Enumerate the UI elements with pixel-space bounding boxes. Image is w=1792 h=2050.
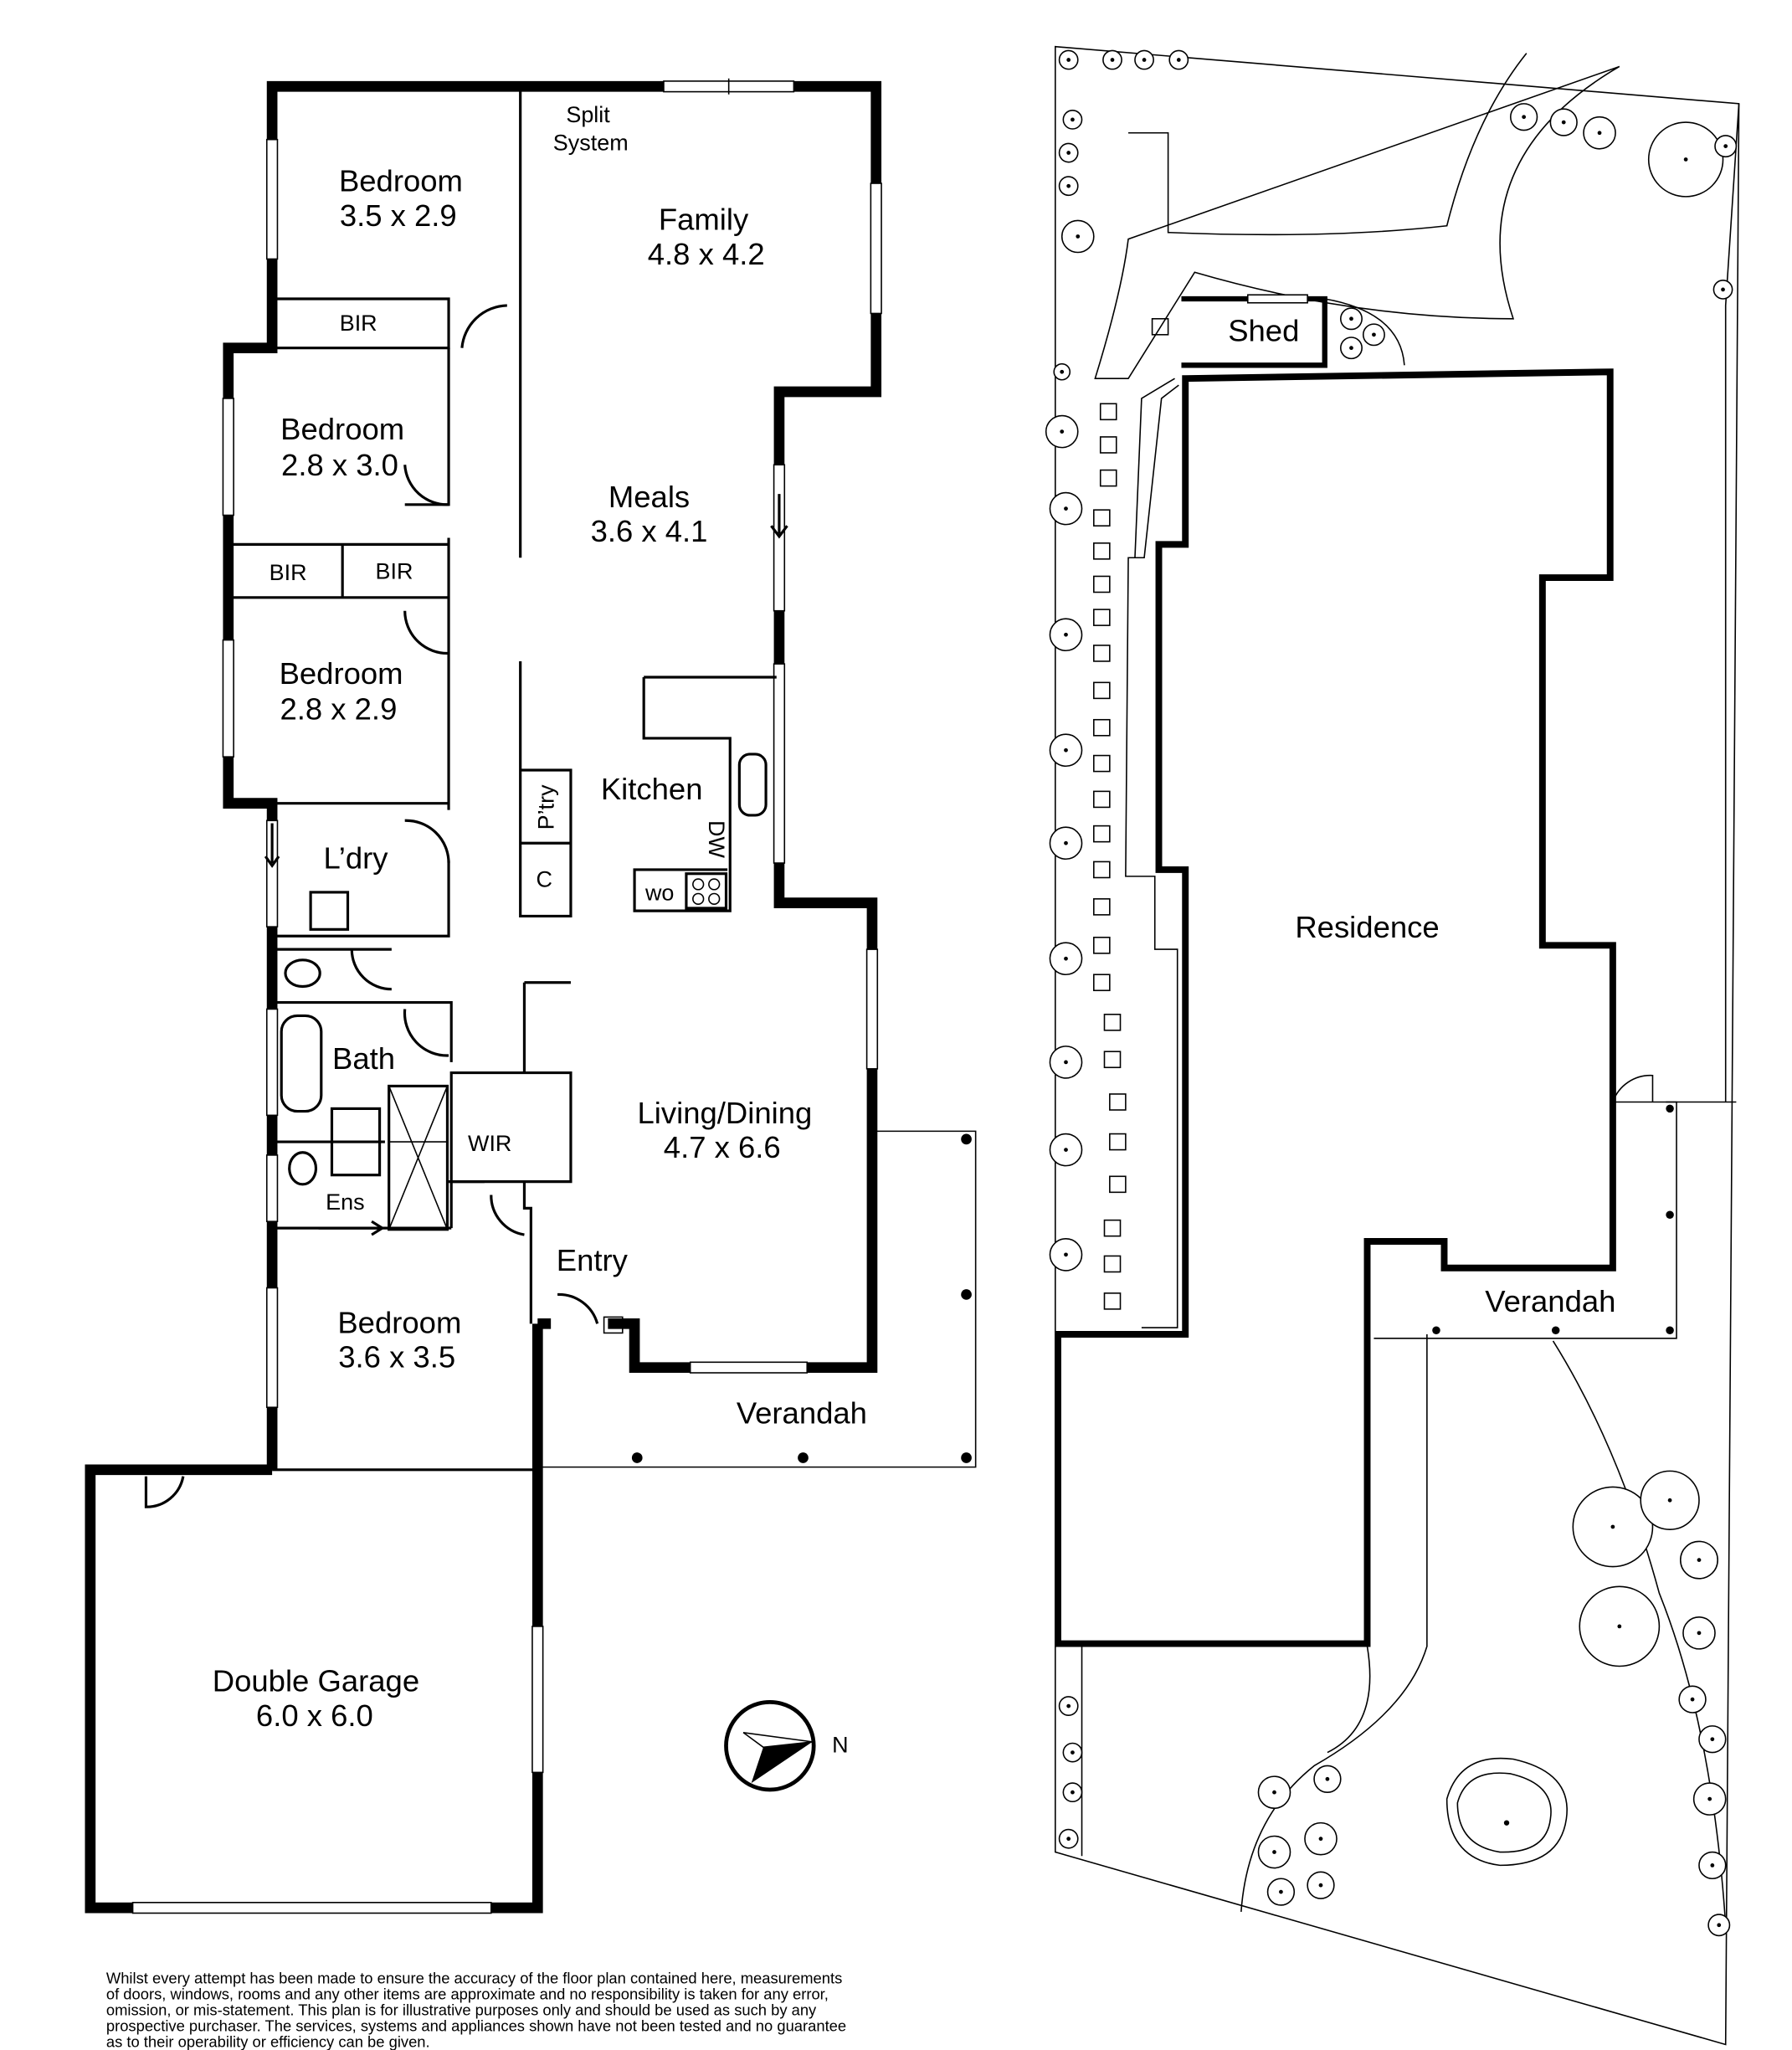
room-name: L’dry	[324, 840, 389, 875]
room-name: Bedroom	[280, 656, 403, 691]
pond-icon	[1445, 1757, 1568, 1867]
disclaimer-line: prospective purchaser. The services, sys…	[106, 2017, 846, 2035]
site-plan: Shed Residence Verandah	[1045, 45, 1740, 2046]
paver	[1109, 1175, 1127, 1194]
room-size: 3.5 x 2.9	[340, 198, 457, 233]
paver	[1109, 1093, 1127, 1111]
paver	[1093, 645, 1111, 662]
toilet-icon	[288, 1151, 318, 1186]
toilet-icon	[284, 958, 321, 989]
residence-label: Residence	[1295, 910, 1439, 944]
laundry-trough-icon	[309, 891, 350, 931]
room-size: 3.6 x 4.1	[591, 514, 708, 548]
paver	[1099, 436, 1117, 454]
paver	[1093, 681, 1111, 700]
room-name: Bedroom	[280, 412, 404, 446]
paver	[1099, 469, 1117, 487]
bir-label: BIR	[376, 559, 413, 584]
bathtub-icon	[280, 1014, 323, 1113]
room-name: Kitchen	[601, 772, 703, 806]
room-name: Family	[659, 203, 749, 237]
room-size: 2.8 x 3.0	[281, 448, 398, 482]
disclaimer-line: omission, or mis-statement. This plan is…	[106, 2001, 817, 2019]
cupboard-label: C	[536, 867, 552, 892]
paver	[1103, 1014, 1122, 1031]
paver	[1093, 974, 1111, 992]
floor-plan: Bedroom 3.5 x 2.9 Split System Family 4.…	[85, 78, 977, 1914]
paver	[1103, 1219, 1122, 1237]
room-size: 3.6 x 3.5	[338, 1340, 455, 1374]
room-size: 2.8 x 2.9	[280, 692, 397, 727]
paver	[1093, 790, 1111, 809]
room-name: Ens	[326, 1189, 364, 1215]
room-size: 6.0 x 6.0	[256, 1698, 373, 1733]
room-name: Bedroom	[339, 164, 463, 198]
bir-label: BIR	[340, 311, 377, 336]
stepping-stones	[1093, 403, 1127, 1310]
split-system-label: System	[553, 130, 629, 155]
disclaimer: Whilst every attempt has been made to en…	[106, 1970, 846, 2050]
interior-walls	[144, 86, 777, 1508]
garage-walls	[85, 1323, 543, 1914]
disclaimer-line: Whilst every attempt has been made to en…	[106, 1970, 842, 1987]
windows	[131, 78, 882, 1914]
paver	[1093, 937, 1111, 954]
residence-footprint	[1055, 368, 1616, 1647]
room-name: Verandah	[737, 1395, 867, 1430]
paver	[1093, 898, 1111, 916]
paver	[1093, 718, 1111, 737]
room-name: Meals	[608, 480, 690, 514]
compass-north-label: N	[832, 1733, 848, 1758]
paver	[1093, 509, 1111, 527]
paver	[1103, 1255, 1122, 1273]
disclaimer-line: of doors, windows, rooms and any other i…	[106, 1986, 829, 2003]
property-boundary	[1055, 45, 1740, 2046]
pantry-label: P’try	[533, 784, 558, 830]
dishwasher-label: DW	[704, 820, 729, 858]
verandah-outline	[537, 1130, 977, 1468]
shed-label: Shed	[1228, 314, 1299, 348]
verandah-label: Verandah	[1485, 1284, 1615, 1318]
disclaimer-line: as to their operability or efficiency ca…	[106, 2033, 430, 2050]
cooktop-icon	[685, 872, 728, 910]
fixtures	[264, 494, 788, 1236]
trees	[1045, 49, 1738, 1937]
room-size: 4.8 x 4.2	[648, 237, 765, 271]
room-name: Double Garage	[213, 1664, 419, 1698]
paver	[1093, 575, 1111, 593]
paver	[1099, 403, 1117, 421]
room-name: Bath	[332, 1041, 395, 1076]
room-size: 4.7 x 6.6	[664, 1130, 781, 1164]
paver	[1109, 1133, 1127, 1151]
shower-icon	[388, 1084, 449, 1231]
paver	[1093, 754, 1111, 773]
paver	[1093, 609, 1111, 626]
shed: Shed	[1151, 294, 1405, 368]
compass-icon: N	[724, 1699, 849, 1792]
vanity-icon	[330, 1107, 382, 1177]
paver	[1093, 542, 1111, 560]
paver	[1103, 1051, 1122, 1069]
room-name: Bedroom	[337, 1305, 461, 1339]
paver	[1093, 825, 1111, 843]
room-name: WIR	[468, 1131, 511, 1156]
wall-oven-label: WO	[644, 880, 674, 905]
room-name: Entry	[557, 1243, 629, 1277]
paver	[1103, 1292, 1122, 1310]
bir-label: BIR	[270, 560, 307, 585]
sink-icon	[737, 753, 768, 817]
split-system-label: Split	[566, 102, 610, 127]
paver	[1093, 861, 1111, 879]
room-name: Living/Dining	[638, 1096, 813, 1130]
